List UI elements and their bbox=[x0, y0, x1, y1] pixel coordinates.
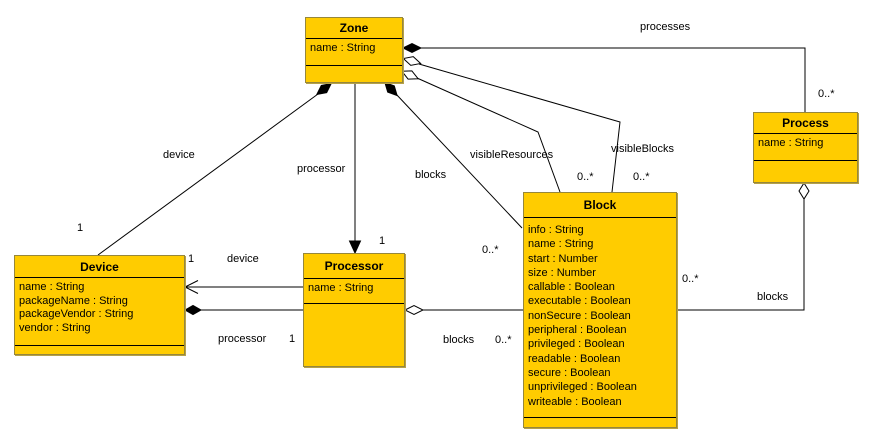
class-device-operations bbox=[15, 346, 184, 354]
composition-diamond-icon bbox=[401, 42, 423, 54]
class-attribute: unprivileged : Boolean bbox=[528, 381, 637, 394]
aggregation-diamond-icon bbox=[400, 70, 420, 80]
class-process-title: Process bbox=[754, 113, 857, 134]
class-zone-operations bbox=[306, 66, 402, 82]
class-attribute: name : String bbox=[758, 137, 824, 149]
class-device-title: Device bbox=[15, 256, 184, 278]
edge-label-processes: processes bbox=[640, 21, 691, 33]
class-attribute: writeable : Boolean bbox=[528, 395, 622, 408]
edge-zone-visibleblocks-block[interactable] bbox=[402, 54, 621, 193]
class-block-operations bbox=[524, 418, 676, 427]
class-attribute: nonSecure : Boolean bbox=[528, 309, 631, 322]
class-attribute: callable : Boolean bbox=[528, 281, 615, 294]
edge-zone-processes-process[interactable] bbox=[401, 42, 806, 113]
class-device[interactable]: Device name : String packageName : Strin… bbox=[14, 255, 185, 355]
class-zone[interactable]: Zone name : String bbox=[305, 17, 403, 83]
edge-multiplicity-processor-device: 1 bbox=[188, 253, 195, 265]
class-attribute: name : String bbox=[308, 282, 374, 294]
edge-label-zone-processor: processor bbox=[297, 163, 346, 175]
edge-zone-processor-processor[interactable] bbox=[348, 83, 362, 255]
edge-label-device-processor: processor bbox=[218, 333, 267, 345]
class-process[interactable]: Process name : String bbox=[753, 112, 858, 183]
edge-label-zone-blocks: blocks bbox=[415, 169, 447, 181]
class-attribute: name : String bbox=[528, 238, 594, 251]
class-device-attributes: name : String packageName : String packa… bbox=[15, 278, 184, 346]
class-block-title: Block bbox=[524, 193, 676, 218]
edge-processor-device-device[interactable] bbox=[183, 280, 303, 294]
class-attribute: executable : Boolean bbox=[528, 295, 631, 308]
edge-label-process-blocks: blocks bbox=[757, 291, 789, 303]
aggregation-diamond-icon bbox=[403, 304, 425, 316]
class-attribute: secure : Boolean bbox=[528, 366, 611, 379]
edge-device-processor-processor[interactable] bbox=[183, 304, 303, 316]
class-zone-attributes: name : String bbox=[306, 39, 402, 66]
class-block-attributes: info : String name : String start : Numb… bbox=[524, 218, 676, 418]
open-arrowhead-icon bbox=[183, 280, 199, 294]
edge-processor-blocks-block[interactable] bbox=[403, 304, 523, 316]
edge-zone-visibleresources-block[interactable] bbox=[400, 67, 561, 193]
arrowhead-icon bbox=[348, 240, 362, 255]
edge-label-zone-device: device bbox=[163, 149, 195, 161]
class-processor-operations bbox=[304, 304, 404, 366]
class-process-attributes: name : String bbox=[754, 134, 857, 161]
aggregation-diamond-icon bbox=[402, 56, 422, 66]
class-block[interactable]: Block info : String name : String start … bbox=[523, 192, 677, 428]
edge-process-blocks-block[interactable] bbox=[677, 182, 810, 311]
class-attribute: info : String bbox=[528, 224, 584, 236]
class-attribute: name : String bbox=[19, 281, 85, 293]
class-attribute: privileged : Boolean bbox=[528, 338, 625, 351]
edge-multiplicity-zone-processor: 1 bbox=[379, 235, 386, 247]
edge-multiplicity-visibleresources: 0..* bbox=[577, 171, 594, 183]
edge-label-visibleblocks: visibleBlocks bbox=[611, 143, 674, 155]
class-attribute: packageVendor : String bbox=[19, 308, 134, 320]
edge-multiplicity-zone-device: 1 bbox=[77, 222, 84, 234]
edge-multiplicity-processor-blocks: 0..* bbox=[495, 334, 512, 346]
aggregation-diamond-icon bbox=[798, 182, 810, 200]
edge-label-processor-blocks: blocks bbox=[443, 334, 475, 346]
class-attribute: size : Number bbox=[528, 266, 596, 279]
edge-zone-device-device[interactable] bbox=[97, 80, 334, 256]
composition-diamond-icon bbox=[183, 304, 203, 316]
edge-zone-blocks-block[interactable] bbox=[382, 79, 523, 229]
edge-multiplicity-process-blocks: 0..* bbox=[682, 273, 699, 285]
class-attribute: readable : Boolean bbox=[528, 352, 621, 365]
edge-multiplicity-device-processor: 1 bbox=[289, 333, 296, 345]
composition-diamond-icon bbox=[315, 82, 333, 96]
class-processor-attributes: name : String bbox=[304, 279, 404, 304]
edge-multiplicity-zone-blocks: 0..* bbox=[482, 244, 499, 256]
class-attribute: peripheral : Boolean bbox=[528, 324, 627, 337]
edge-multiplicity-processes: 0..* bbox=[818, 88, 835, 100]
class-attribute: name : String bbox=[310, 42, 376, 54]
edge-label-visibleresources: visibleResources bbox=[470, 149, 554, 161]
composition-diamond-icon bbox=[384, 81, 398, 97]
edge-label-processor-device: device bbox=[227, 253, 259, 265]
class-process-operations bbox=[754, 161, 857, 182]
class-processor-title: Processor bbox=[304, 254, 404, 279]
class-processor[interactable]: Processor name : String bbox=[303, 253, 405, 367]
class-zone-title: Zone bbox=[306, 18, 402, 39]
class-attribute: vendor : String bbox=[19, 321, 91, 334]
edge-multiplicity-visibleblocks: 0..* bbox=[633, 171, 650, 183]
class-attribute: start : Number bbox=[528, 252, 598, 265]
class-attribute: packageName : String bbox=[19, 294, 128, 307]
